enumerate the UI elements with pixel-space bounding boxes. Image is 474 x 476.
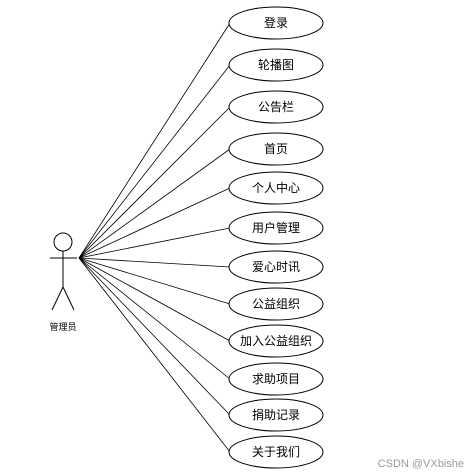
use-case: 求助项目 [228, 362, 324, 396]
association-line [78, 227, 231, 259]
use-case: 个人中心 [228, 171, 324, 205]
use-case-ellipse [228, 171, 324, 205]
association-line [78, 257, 231, 453]
use-case-label: 登录 [264, 15, 288, 30]
association-line [78, 22, 231, 259]
use-case-label: 轮播图 [258, 58, 294, 72]
use-case-ellipse [228, 90, 324, 124]
use-case-ellipse [228, 362, 324, 396]
association-line [78, 257, 231, 416]
association-line [78, 257, 231, 380]
use-case-ellipse [228, 398, 324, 432]
use-case: 加入公益组织 [228, 324, 324, 358]
use-case-label: 求助项目 [252, 372, 300, 386]
use-case: 捐助记录 [228, 398, 324, 432]
use-case-label: 捐助记录 [252, 408, 300, 422]
use-case-ellipse [228, 6, 324, 40]
use-case: 公益组织 [228, 287, 324, 321]
association-line [78, 257, 231, 342]
use-case: 轮播图 [228, 48, 324, 82]
actor-administrator: 管理员 [49, 232, 77, 333]
use-case-label: 加入公益组织 [240, 334, 312, 348]
use-case-ellipse [228, 435, 324, 469]
actor-head [53, 232, 73, 252]
use-case-label: 爱心时讯 [252, 260, 300, 274]
use-case-ellipse [228, 211, 324, 245]
use-case: 用户管理 [228, 211, 324, 245]
use-case: 首页 [228, 132, 324, 166]
association-line [78, 64, 231, 259]
use-case-ellipse [228, 324, 324, 358]
use-case-label: 首页 [264, 142, 288, 156]
association-line [78, 106, 231, 259]
use-case: 登录 [228, 6, 324, 40]
use-case-label: 关于我们 [252, 444, 300, 459]
use-case: 爱心时讯 [228, 250, 324, 284]
actor-right-leg [62, 286, 75, 311]
use-case: 关于我们 [228, 435, 324, 469]
use-case-list: 登录轮播图公告栏首页个人中心用户管理爱心时讯公益组织加入公益组织求助项目捐助记录… [228, 6, 324, 469]
association-line [78, 257, 231, 268]
use-case-ellipse [228, 287, 324, 321]
actor-left-leg [51, 286, 64, 311]
use-case-ellipse [228, 48, 324, 82]
use-case-label: 公益组织 [252, 297, 300, 311]
use-case-label: 公告栏 [258, 99, 294, 114]
use-case: 公告栏 [228, 90, 324, 124]
use-case-ellipse [228, 250, 324, 284]
association-line [78, 148, 231, 259]
association-line [78, 257, 231, 305]
use-case-label: 用户管理 [252, 220, 300, 235]
association-lines [78, 22, 231, 453]
actor-label: 管理员 [49, 321, 76, 333]
watermark: CSDN @VXbishe [377, 458, 464, 470]
association-line [78, 187, 231, 259]
use-case-ellipse [228, 132, 324, 166]
use-case-label: 个人中心 [252, 180, 300, 195]
